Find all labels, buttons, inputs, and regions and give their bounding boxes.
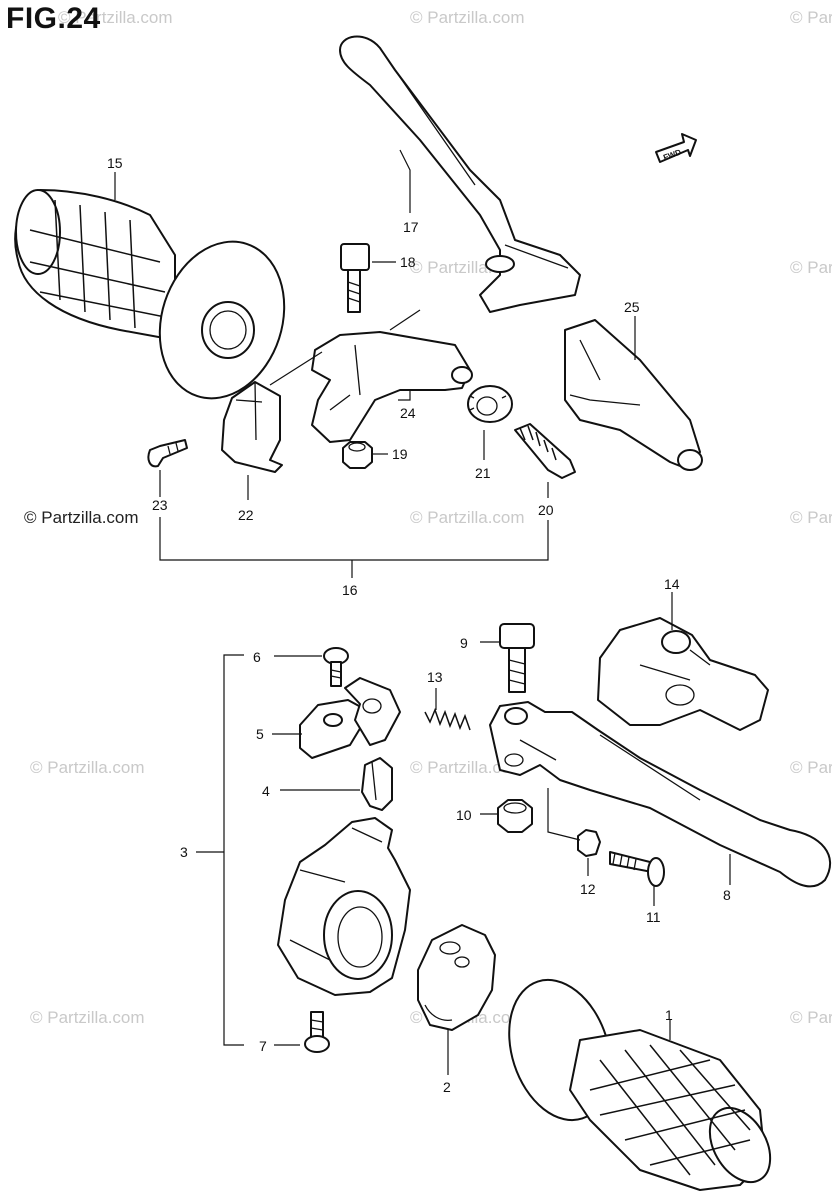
part-24-lever-holder [311,331,473,443]
part-6-screw [323,647,349,687]
callout-4: 4 [262,783,270,799]
part-19-nut [342,441,373,469]
part-17-lever [339,35,581,313]
callout-9: 9 [460,635,468,651]
part-4-clip [361,757,393,811]
watermark: © Partzilla.com [790,758,832,777]
watermark: © Partzilla.com [58,8,173,27]
callout-11: 11 [646,909,661,925]
callout-24: 24 [400,405,416,421]
watermark: © Partzilla.com [30,758,145,777]
figure-title: FIG.24 [6,2,101,35]
watermark: © Partzilla.com [410,508,525,527]
callout-16: 16 [342,582,358,598]
callout-20: 20 [538,502,554,518]
callout-7: 7 [259,1038,267,1054]
callout-14: 14 [664,576,680,592]
callout-25: 25 [624,299,640,315]
watermark: © Partzilla.com [790,258,832,277]
callout-15: 15 [107,155,123,171]
watermark: © Partzilla.com [30,1008,145,1027]
part-11-bolt [609,851,665,887]
part-8-lever [489,701,831,888]
watermark: © Partzilla.com [790,1008,832,1027]
forward-arrow-icon: FWD [655,133,697,163]
part-5-switch-plate [299,677,401,759]
part-21-adjuster-ring [467,385,513,423]
callout-22: 22 [238,507,254,523]
part-15-left-grip [14,189,286,400]
part-7-screw [304,1011,330,1053]
copyright-notice: © Partzilla.com [24,508,139,527]
watermark: © Partzilla.com [790,8,832,27]
part-9-bolt [499,623,535,693]
part-23-screw [147,439,188,468]
leader-lines-top [114,149,636,578]
part-14-cover [597,617,769,731]
part-22-clamp [221,381,283,473]
callout-18: 18 [400,254,416,270]
callout-17: 17 [403,219,419,235]
callout-6: 6 [253,649,261,665]
part-25-lever-cover [564,319,703,471]
watermark: © Partzilla.com [410,758,525,777]
watermark: © Partzilla.com [790,508,832,527]
callout-8: 8 [723,887,731,903]
watermark: © Partzilla.com [410,8,525,27]
part-10-nut [497,799,533,833]
part-1-right-grip [508,978,772,1191]
callout-23: 23 [152,497,168,513]
callout-2: 2 [443,1079,451,1095]
callout-3: 3 [180,844,188,860]
part-20-adjuster-bolt [514,423,576,479]
callout-12: 12 [580,881,596,897]
leader-lines-bottom [196,592,731,1075]
part-3-switch-housing [277,817,411,996]
part-13-spring [424,707,471,731]
part-2-collar [417,924,496,1031]
callout-10: 10 [456,807,472,823]
part-12-nut [577,829,601,857]
callout-13: 13 [427,669,443,685]
callout-5: 5 [256,726,264,742]
callout-1: 1 [665,1007,673,1023]
callout-19: 19 [392,446,408,462]
part-18-bolt [340,243,370,313]
callout-labels: 15 17 18 25 24 19 21 23 22 20 16 14 9 6 … [107,155,731,1095]
callout-21: 21 [475,465,491,481]
